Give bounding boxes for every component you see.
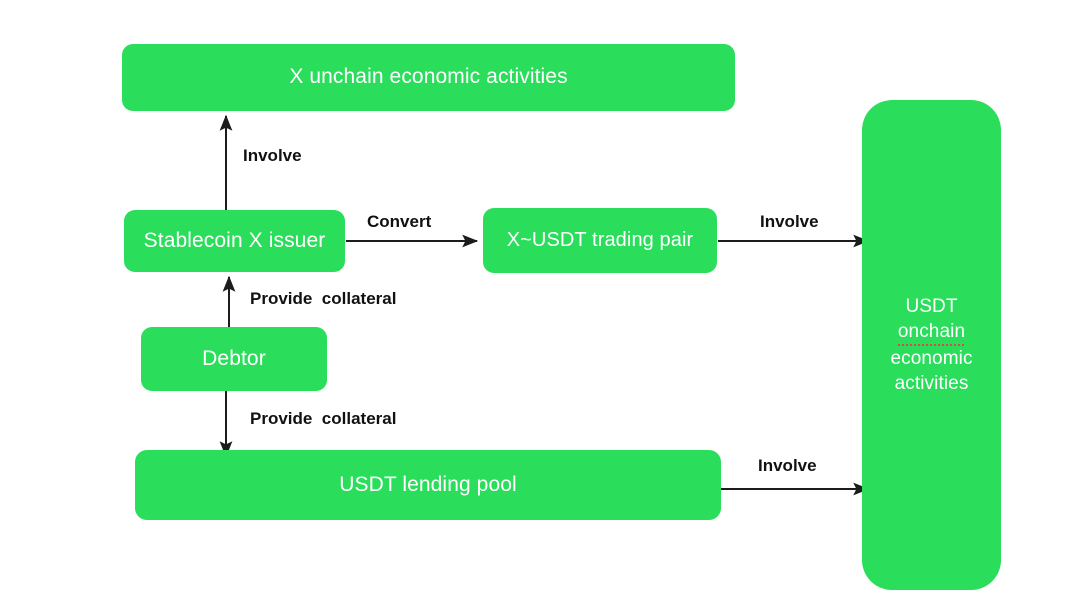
node-usdt-line-4: activities (894, 372, 969, 394)
edge-label-pair-to-usdt: Involve (760, 212, 819, 231)
edge-label-pool-to-usdt: Involve (758, 456, 817, 475)
edge-label-issuer-to-top: Involve (243, 146, 302, 165)
node-x-usdt-trading-pair[interactable]: X~USDT trading pair (483, 208, 717, 273)
node-usdt-line-1: USDT (905, 296, 958, 318)
edge-label-debtor-to-issuer: Provide collateral (250, 289, 397, 308)
node-usdt-line-2: onchain (897, 319, 966, 346)
edge-label-debtor-to-pool: Provide collateral (250, 409, 397, 428)
node-usdt-line-3: economic (890, 347, 973, 369)
node-usdt-lending-pool[interactable]: USDT lending pool (135, 450, 721, 520)
node-x-unchain-economic-activities[interactable]: X unchain economic activities (122, 44, 735, 111)
node-debtor[interactable]: Debtor (141, 327, 327, 391)
node-usdt-onchain-economic-activities[interactable]: USDT onchain economic activities (862, 100, 1001, 590)
edge-label-issuer-to-pair: Convert (367, 212, 432, 231)
node-stablecoin-x-issuer[interactable]: Stablecoin X issuer (124, 210, 345, 272)
